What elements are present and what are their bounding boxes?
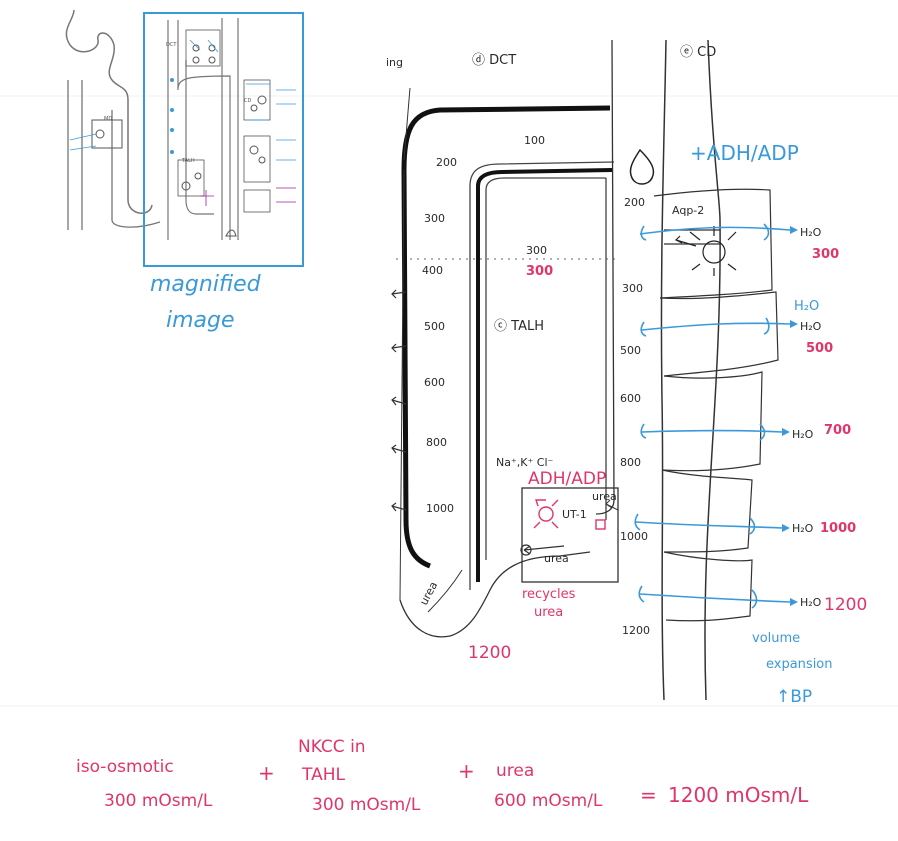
adh-droplet-icon	[629, 148, 655, 185]
ut1-adh-label: ADH/ADP	[528, 469, 606, 489]
talh-osm-1000: 1000	[426, 502, 454, 515]
magnified-frame	[143, 12, 304, 267]
bp-increase-label: ↑BP	[776, 687, 812, 707]
aquaporin-receptor-icon	[674, 226, 737, 276]
ut1-urea-bottom: urea	[544, 552, 569, 565]
ut1-transporter-icon	[533, 499, 606, 530]
cd-epithelial-cells	[653, 188, 779, 622]
water-label-5: H₂O	[800, 596, 822, 609]
eq-term3-line1: urea	[496, 761, 534, 781]
cd-osm-1000: 1000	[620, 530, 648, 543]
interstitium-osm-1200: 1200	[824, 595, 867, 615]
cd-left-wall	[660, 39, 667, 701]
interstitium-osm-1000: 1000	[820, 521, 856, 536]
eq-term3-line2: 600 mOsm/L	[494, 791, 603, 811]
dct-wall	[595, 39, 615, 515]
cd-label: ⓔ CD	[680, 45, 716, 60]
recycles-urea-line1: recycles	[522, 587, 576, 602]
thumb-label-dct: DCT	[166, 42, 177, 48]
magnified-caption-line1: magnified	[150, 272, 262, 297]
recycles-urea-line2: urea	[534, 605, 563, 620]
dct-label: ⓓ DCT	[472, 53, 516, 68]
water-label-2: H₂O	[800, 320, 822, 333]
eq-equals: =	[640, 783, 657, 807]
eq-term1-line2: 300 mOsm/L	[104, 791, 213, 811]
talh-inner-wall	[469, 161, 615, 590]
cd-osm-300: 300	[622, 282, 643, 295]
ut1-label: UT-1	[562, 508, 587, 521]
water-arrowheads	[782, 226, 798, 606]
eq-term2-line3: 300 mOsm/L	[312, 795, 421, 815]
water-extra-label: H₂O	[794, 299, 819, 314]
thumb-label-talh: TALH	[181, 158, 195, 164]
medulla-osm-1200: 1200	[468, 643, 511, 663]
cd-osm-600: 600	[620, 392, 641, 405]
eq-term1-line1: iso-osmotic	[76, 757, 174, 777]
thumb-label-cd: CD	[244, 98, 251, 104]
dct-osm-100: 100	[524, 134, 545, 147]
cd-right-wall	[704, 39, 721, 701]
cd-osm-800: 800	[620, 456, 641, 469]
interstitium-osm-500: 500	[806, 341, 833, 356]
osmolality-equation: iso-osmotic 300 mOsm/L + NKCC in TAHL 30…	[76, 737, 809, 815]
water-label-4: H₂O	[792, 522, 814, 535]
ing-label: ing	[386, 56, 403, 69]
water-label-1: H₂O	[800, 226, 822, 239]
volume-expansion-line2: expansion	[766, 657, 833, 672]
cd-osm-200: 200	[624, 196, 645, 209]
eq-result: 1200 mOsm/L	[668, 783, 809, 807]
talh-osm-500: 500	[424, 320, 445, 333]
eq-plus-2: +	[458, 759, 475, 783]
ut1-cell-box	[521, 487, 619, 583]
talh-label: ⓒ TALH	[494, 319, 544, 334]
nkcc-ions-label: Na⁺,K⁺ Cl⁻	[496, 456, 554, 469]
talh-osm-800: 800	[426, 436, 447, 449]
talh-inner-thick-wall	[476, 168, 613, 582]
volume-expansion-line1: volume	[752, 631, 800, 646]
talh-osm-200: 200	[436, 156, 457, 169]
water-efflux-arrows	[634, 223, 791, 609]
magnified-caption-line2: image	[166, 308, 235, 333]
talh-efflux-arrows	[391, 289, 407, 512]
cd-osm-1200: 1200	[622, 624, 650, 637]
interstitium-osm-700: 700	[824, 423, 851, 438]
talh-osm-300: 300	[424, 212, 445, 225]
talh-outer-thick-wall	[401, 105, 611, 569]
eq-term2-line1: NKCC in	[298, 737, 366, 757]
aqp2-label: Aqp-2	[672, 204, 704, 217]
interstitium-osm-300: 300	[812, 247, 839, 262]
talh-osm-600: 600	[424, 376, 445, 389]
water-label-3: H₂O	[792, 428, 814, 441]
talh-inner-osm-pink: 300	[526, 264, 553, 279]
cd-osm-500: 500	[620, 344, 641, 357]
ut1-urea-top: urea	[592, 490, 617, 503]
talh-inner-osm: 300	[526, 244, 547, 257]
talh-osm-400: 400	[422, 264, 443, 277]
nephron-thumbnail: MD DCT CD TALH	[65, 9, 304, 267]
eq-term2-line2: TAHL	[301, 765, 345, 785]
cd-adh-label: +ADH/ADP	[690, 141, 799, 165]
eq-plus-1: +	[258, 761, 275, 785]
thumb-label-md: MD	[104, 116, 112, 122]
